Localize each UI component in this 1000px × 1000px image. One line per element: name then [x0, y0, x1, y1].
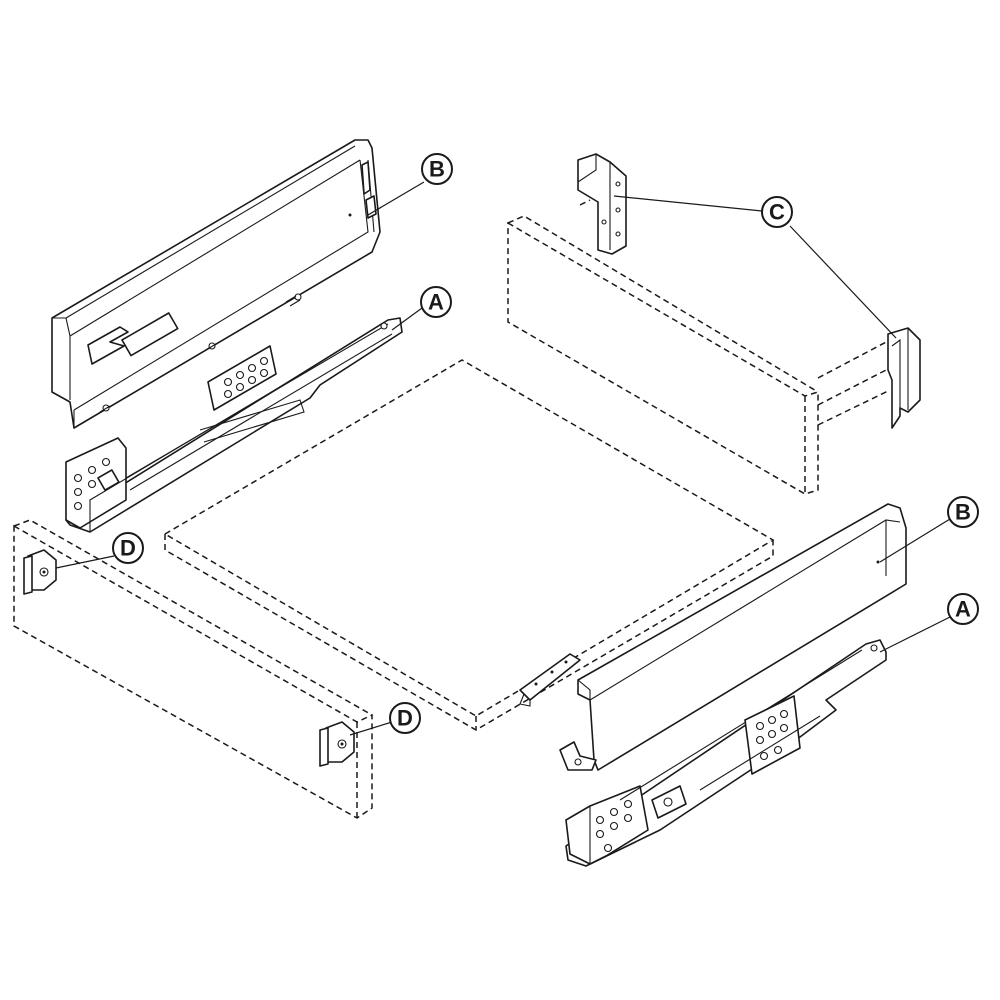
- rear-bracket-right: [887, 327, 921, 429]
- callout-b-top: B: [421, 153, 453, 185]
- svg-text:B: B: [429, 157, 445, 182]
- leader-d-top: [55, 555, 115, 569]
- leader-d-bottom: [349, 721, 393, 736]
- callout-d-top: D: [112, 532, 144, 564]
- svg-text:A: A: [428, 290, 444, 315]
- callout-c: C: [761, 196, 793, 228]
- leader-a-top: [391, 307, 423, 331]
- drawer-bottom-panel: [163, 359, 775, 731]
- svg-text:A: A: [955, 597, 971, 622]
- callout-a-right: A: [947, 593, 979, 625]
- callout-d-bottom: D: [389, 702, 421, 734]
- front-fixing-bracket-bottom: [319, 721, 355, 767]
- bottom-fixing-plate: [519, 653, 581, 707]
- callout-b-right: B: [947, 496, 979, 528]
- svg-text:D: D: [397, 706, 413, 731]
- drawer-side-left: [51, 139, 381, 429]
- svg-text:D: D: [120, 536, 136, 561]
- svg-text:B: B: [955, 500, 971, 525]
- drawer-side-right: [559, 503, 907, 771]
- back-panel: [507, 199, 891, 495]
- runner-right: [565, 639, 887, 867]
- svg-text:C: C: [769, 200, 785, 225]
- leader-b-right: [879, 518, 951, 563]
- front-panel: [13, 519, 373, 819]
- callout-a-top: A: [420, 286, 452, 318]
- leader-a-right: [879, 615, 953, 653]
- leader-c-right: [789, 225, 897, 339]
- rear-bracket-top: [577, 153, 627, 255]
- leader-c-top: [613, 195, 763, 212]
- front-fixing-bracket-top: [23, 549, 57, 595]
- leader-b-top: [367, 181, 425, 216]
- runner-left: [65, 317, 403, 533]
